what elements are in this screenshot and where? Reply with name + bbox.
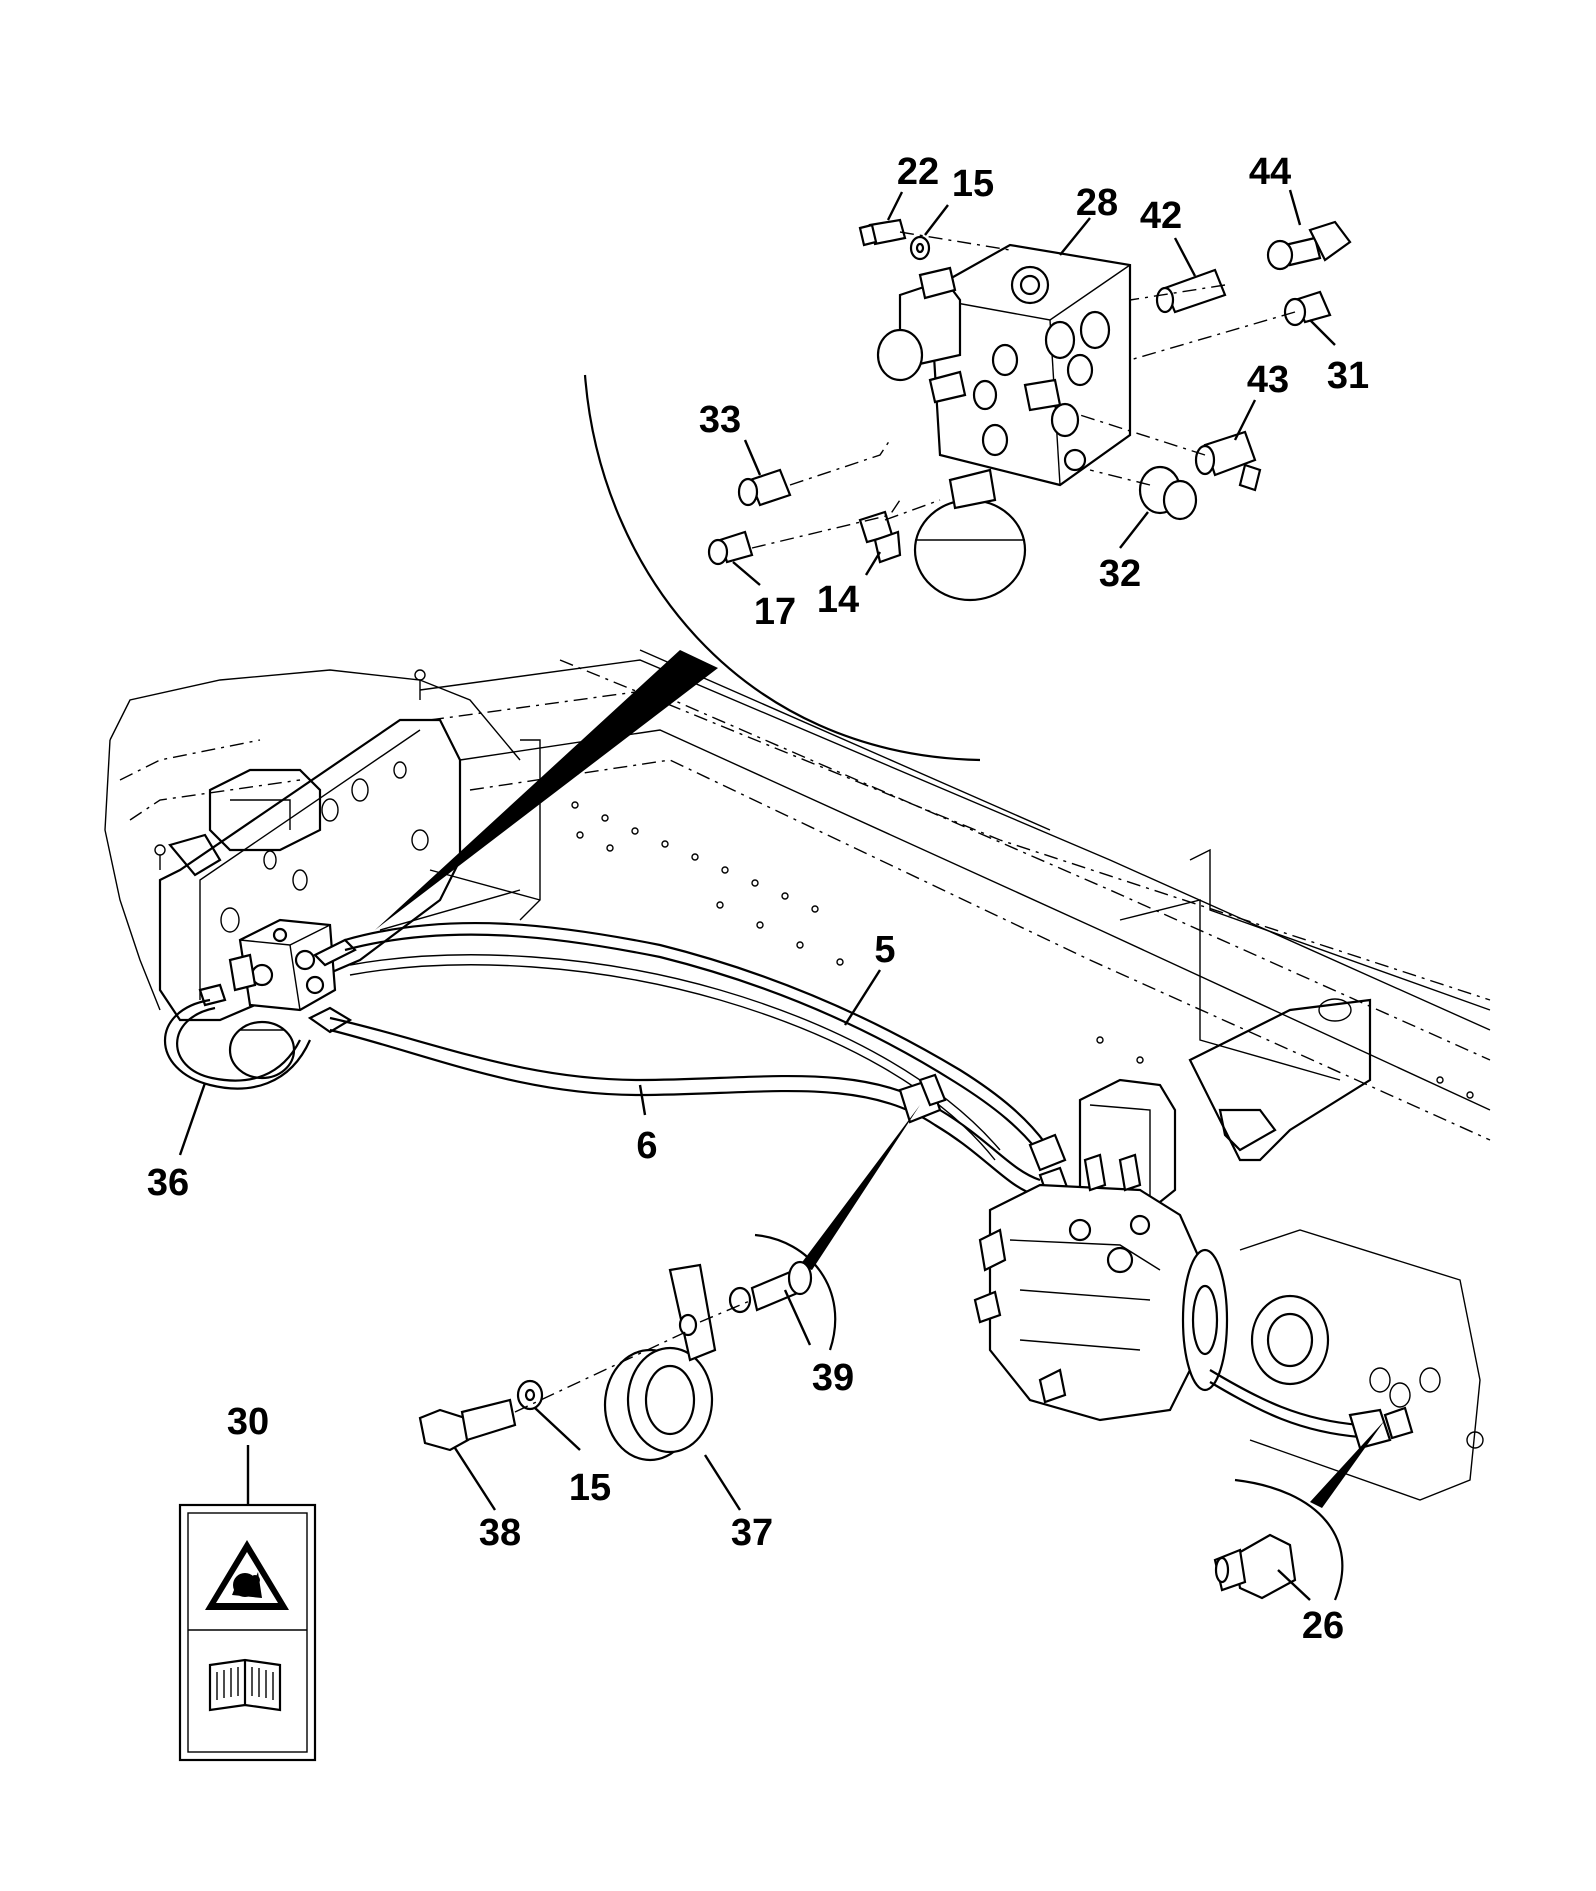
read-manual-icon: [208, 1658, 282, 1712]
callout-6: 6: [636, 1125, 657, 1167]
safety-decal: [178, 1503, 317, 1762]
callout-labels: 22 15 28 42 44 31 43 33 32 17 14 5 6 36 …: [147, 151, 1369, 1647]
hydraulic-pump: [973, 1078, 1484, 1501]
callout-31: 31: [1327, 355, 1369, 397]
valve-detail-view: [375, 218, 1352, 930]
fitting-detail-view: [1213, 1420, 1385, 1601]
callout-30: 30: [227, 1401, 269, 1443]
callout-38: 38: [479, 1512, 521, 1554]
explosion-warning-icon: [205, 1540, 289, 1610]
callout-42: 42: [1140, 195, 1182, 237]
callout-22: 22: [897, 151, 939, 193]
callout-28: 28: [1076, 182, 1118, 224]
callout-5: 5: [874, 929, 895, 971]
clamp-detail-view: [418, 1105, 920, 1462]
chassis-frame: [104, 649, 1491, 1162]
callout-17: 17: [754, 591, 796, 633]
callout-43: 43: [1247, 359, 1289, 401]
callout-33: 33: [699, 399, 741, 441]
callout-26: 26: [1302, 1605, 1344, 1647]
callout-14: 14: [817, 579, 859, 621]
callout-44: 44: [1249, 151, 1291, 193]
hose-assembly: [329, 921, 1070, 1200]
callout-15-bottom: 15: [569, 1467, 611, 1509]
leader-lines: [178, 189, 1336, 1601]
callout-32: 32: [1099, 553, 1141, 595]
callout-15-top: 15: [952, 163, 994, 205]
installed-valve-block: [163, 918, 357, 1090]
callout-37: 37: [731, 1512, 773, 1554]
callout-39: 39: [812, 1357, 854, 1399]
callout-36: 36: [147, 1162, 189, 1204]
